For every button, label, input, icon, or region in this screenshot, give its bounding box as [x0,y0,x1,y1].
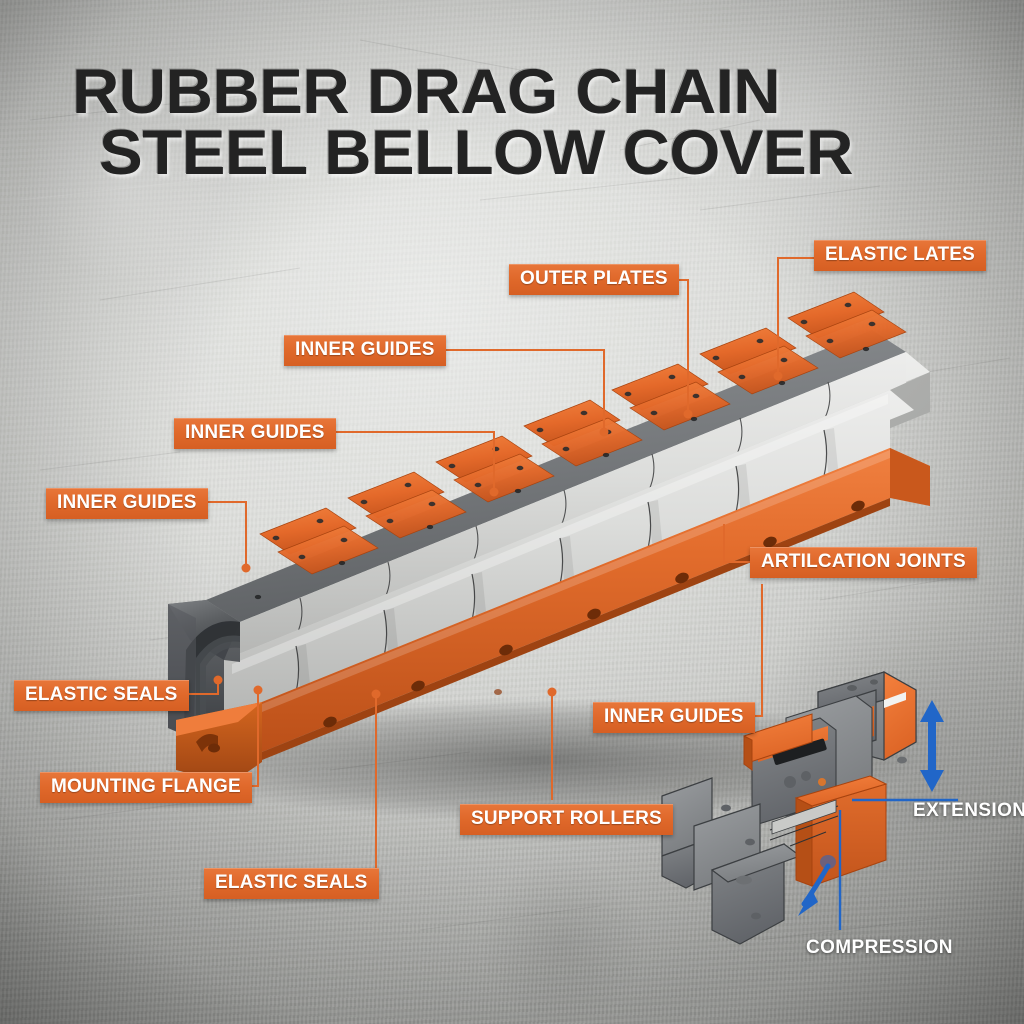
callout-inner-guides-3[interactable]: INNER GUIDES [46,488,208,519]
callout-elastic-seals-1[interactable]: ELASTIC SEALS [14,680,189,711]
callout-elastic-seals-2[interactable]: ELASTIC SEALS [204,868,379,899]
callout-support-rollers[interactable]: SUPPORT ROLLERS [460,804,673,835]
callout-outer-plates[interactable]: OUTER PLATES [509,264,679,295]
compression-arrow-head [798,890,818,916]
end-cap-left [168,600,240,740]
extension-arrow-icon [920,700,944,792]
compression-pivot [820,855,836,869]
callout-inner-guides-4[interactable]: INNER GUIDES [593,702,755,733]
page-title: RUBBER DRAG CHAIN STEEL BELLOW COVER [72,61,987,189]
flange-end-right [890,448,930,506]
compression-arrow-icon [801,863,831,907]
callout-inner-guides-1[interactable]: INNER GUIDES [284,335,446,366]
title-line-1: RUBBER DRAG CHAIN [72,57,781,127]
callout-mounting-flange[interactable]: MOUNTING FLANGE [40,772,252,803]
callout-articulation-joints[interactable]: ARTILCATION JOINTS [750,547,977,578]
title-line-2: STEEL BELLOW COVER [99,118,853,189]
inset-extension-label: EXTENSION [913,800,1024,821]
inset-front-body [661,777,802,945]
bellow-main-band [224,372,930,722]
callout-inner-guides-2[interactable]: INNER GUIDES [174,418,336,449]
inset-compression-label: COMPRESSION [806,937,953,958]
callout-elastic-lates[interactable]: ELASTIC LATES [814,240,987,271]
mounting-holes [323,500,865,728]
inset-orange-angled-plate [743,713,813,771]
support-roller-marks [494,689,502,695]
